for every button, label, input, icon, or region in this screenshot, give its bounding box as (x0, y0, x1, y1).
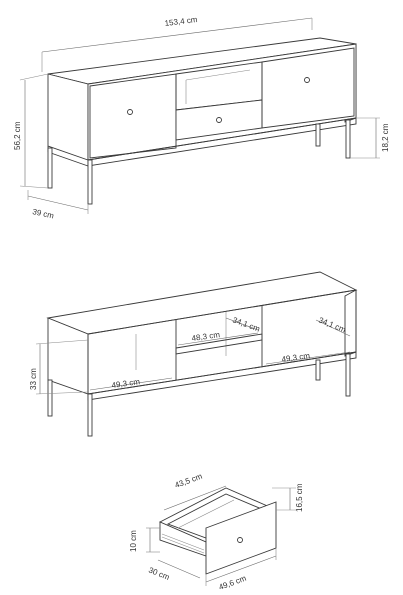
height-ext-top (19, 73, 49, 81)
right-door-knob (304, 77, 310, 83)
drawer-depth-line (157, 559, 201, 579)
middle-width-line (177, 332, 259, 346)
interior-height-ext-top (35, 339, 89, 345)
middle-depth-line (225, 317, 259, 331)
interior-leg-front-right (345, 353, 351, 397)
width-label: 153,4 cm (164, 15, 198, 28)
middle-depth-label: 34,1 cm (231, 315, 261, 333)
interior-view: 49,3 cm 49,3 cm 48,3 cm 34,1 cm 34,1 cm … (29, 271, 358, 437)
leg-front-right (345, 119, 351, 159)
leg-back-right (315, 123, 321, 147)
right-depth-label: 34,1 cm (317, 316, 347, 335)
right-door (261, 47, 355, 129)
base-frame-side (47, 151, 89, 167)
middle-back-top (185, 69, 251, 81)
drawer-width-label: 43,5 cm (174, 472, 204, 490)
drawer-front-width-line (205, 555, 277, 583)
cabinet-left-side (47, 73, 89, 161)
full-cabinet-view: 153,4 cm 56,2 cm (13, 15, 390, 221)
left-shelf-width-line (89, 377, 173, 391)
left-door (89, 73, 177, 159)
middle-width-label: 48,3 cm (191, 330, 221, 343)
drawer-front-knob (237, 537, 243, 543)
leg-height-label: 18,2 cm (381, 123, 390, 152)
interior-top (46, 271, 358, 335)
interior-height-label: 33 cm (29, 368, 38, 390)
interior-leg-back-left (47, 379, 53, 417)
drawer-inner-line (177, 499, 235, 529)
drawer-depth-label: 30 cm (147, 566, 171, 583)
interior-leg-back-right (315, 359, 321, 381)
height-label: 56,2 cm (13, 121, 22, 150)
depth-dimension-line (27, 195, 89, 211)
depth-label: 39 cm (32, 207, 56, 220)
interior-right-side (344, 289, 357, 357)
right-depth-line (315, 319, 351, 337)
drawer-runner-2 (161, 536, 205, 554)
interior-height-ext-bottom (35, 391, 89, 395)
drawer-runner-1 (161, 533, 205, 551)
drawer-knob (216, 117, 222, 123)
left-shelf-width-label: 49,3 cm (111, 377, 141, 390)
right-shelf-width-line (265, 351, 351, 365)
drawer-height-label: 16,5 cm (295, 483, 304, 512)
height-ext-bottom (19, 185, 49, 189)
right-shelf-width-label: 49,3 cm (281, 351, 311, 364)
left-door-knob (127, 109, 133, 115)
leg-front-left (87, 159, 93, 205)
drawer-view: 43,5 cm 16,5 cm 10 cm 30 cm 49,6 cm (129, 472, 304, 592)
width-dimension-line (41, 17, 313, 53)
drawer-width-line (163, 485, 227, 511)
interior-middle-shelf (175, 333, 263, 355)
leg-back-left (47, 147, 53, 189)
interior-leg-front-left (87, 393, 93, 437)
drawer-front-height-label: 10 cm (129, 530, 138, 552)
